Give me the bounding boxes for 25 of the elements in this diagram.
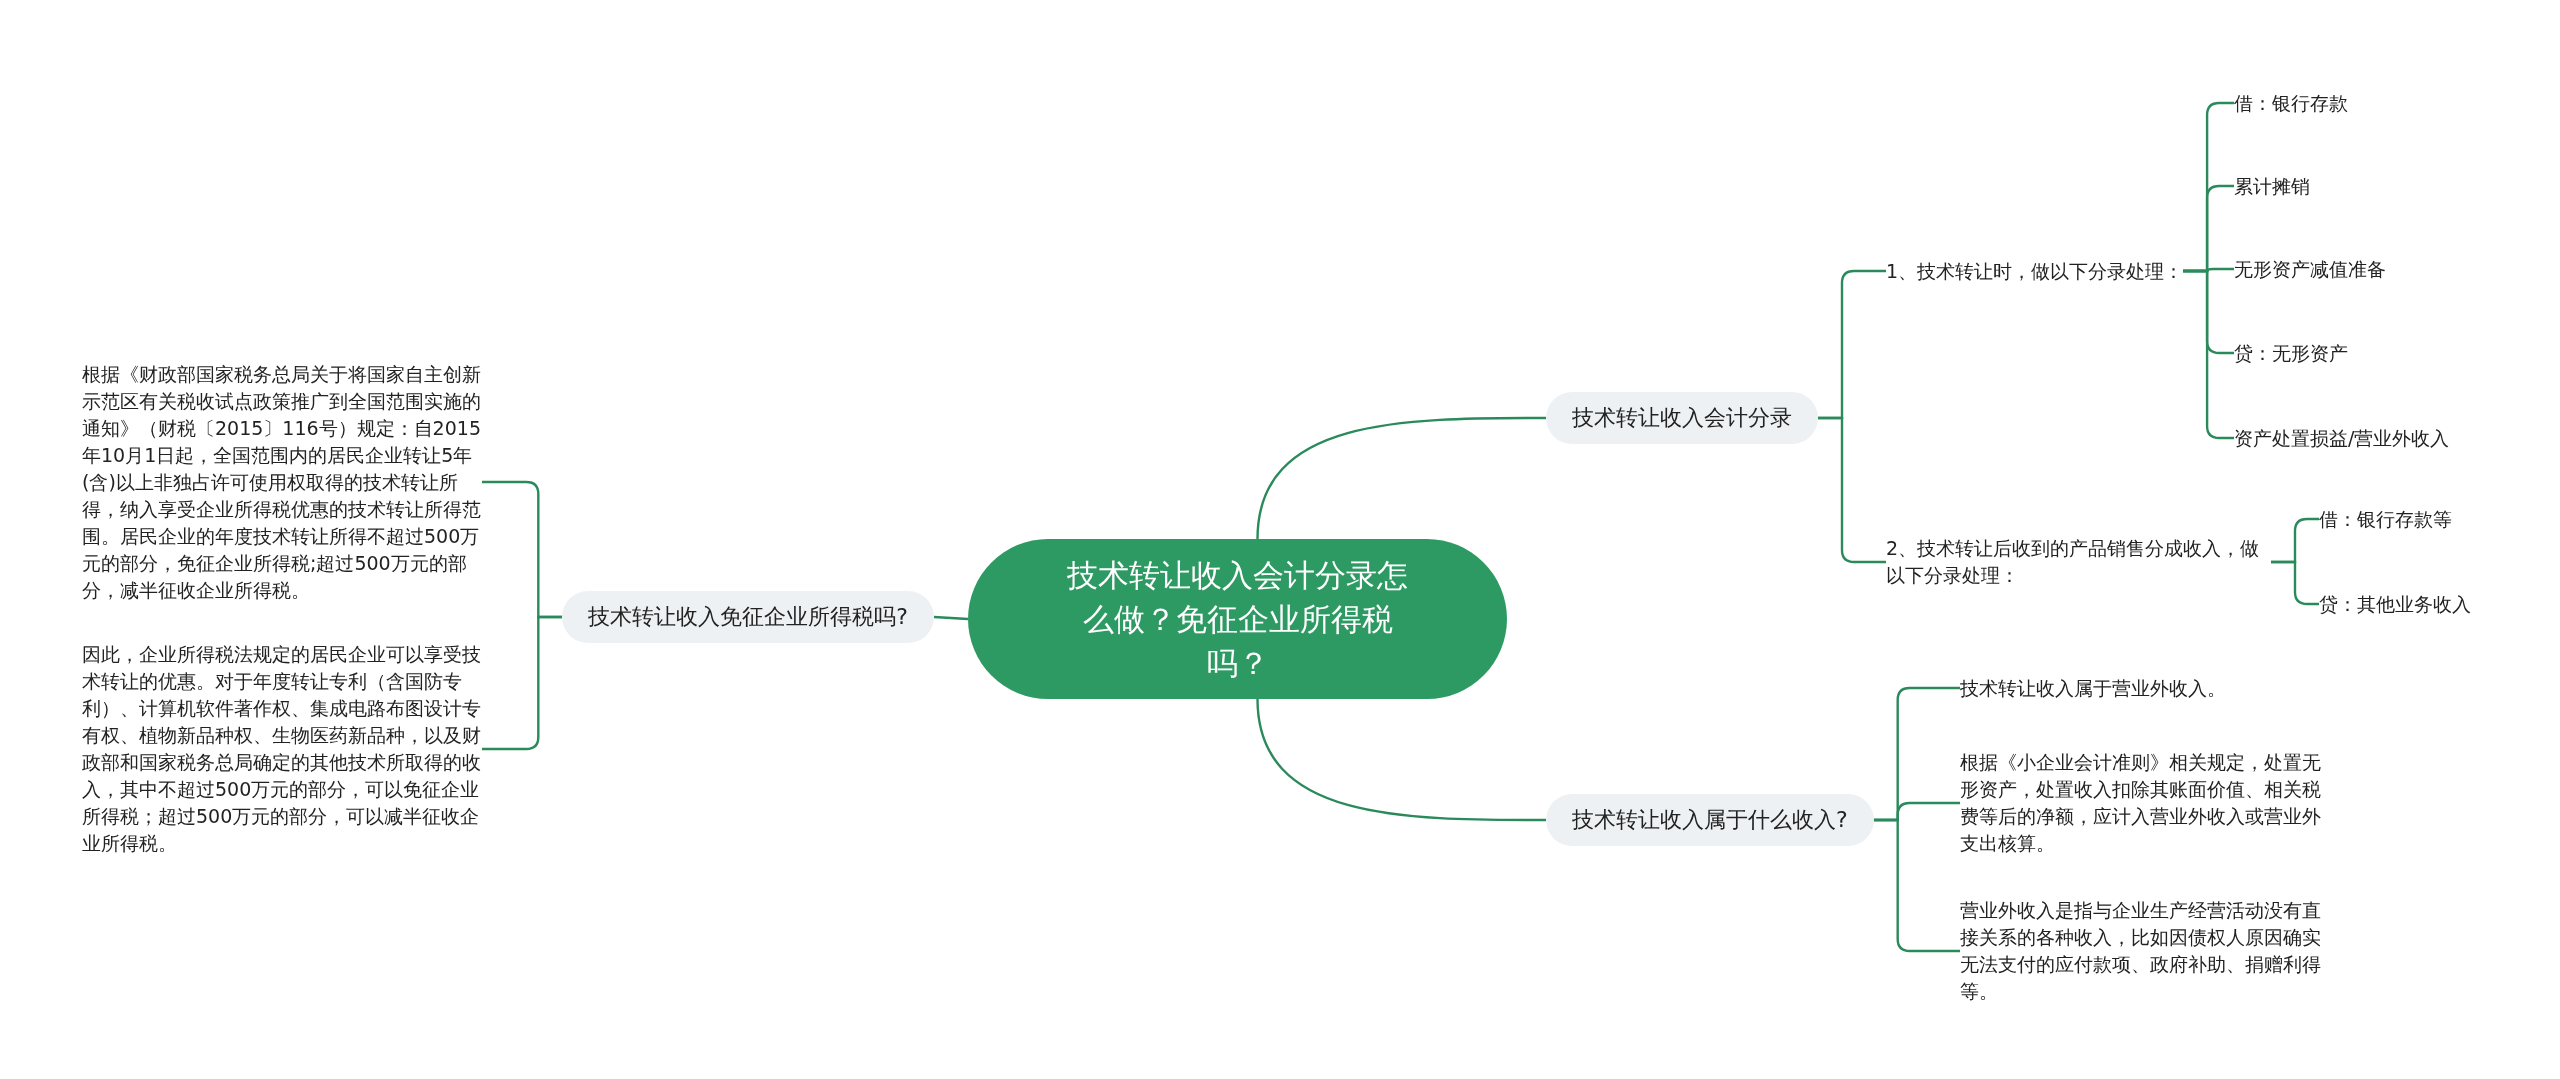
note-text: 因此，企业所得税法规定的居民企业可以享受技术转让的优惠。对于年度转让专利（含国防专利）、计算机软件著作权、集成电路布图设计专有权、植物新品种权、生物医药新品种，以及财政部和国家税务总局确定的其他技术所取得的收入，其中不超过500万元的部分，可以免征企业所得税；超过500万元的部分，可以减半征收企业所得税。 xyxy=(82,641,482,857)
note-text: 技术转让收入属于营业外收入。 xyxy=(1960,674,2322,702)
central-topic: 技术转让收入会计分录怎么做？免征企业所得税吗？ xyxy=(968,539,1507,699)
branch-line xyxy=(2271,560,2319,606)
note-text: 根据《财政部国家税务总局关于将国家自主创新示范区有关税收试点政策推广到全国范围实施的通知》（财税〔2015〕116号）规定：自2015年10月1日起，全国范围内的居民企业转让5年(含)以上非独占许可使用权取得的技术转让所得，纳入享受企业所得税优惠的技术转让所得范围。居民企业的年度技术转让所得不超过500万元的部分，免征企业所得税;超过500万元的部分，减半征收企业所得税。 xyxy=(82,360,482,604)
note-text: 累计摊销 xyxy=(2234,172,2310,200)
branch-line xyxy=(933,615,969,621)
note-text: 营业外收入是指与企业生产经营活动没有直接关系的各种收入，比如因债权人原因确实无法支付的应付款项、政府补助、捐赠利得等。 xyxy=(1960,897,2322,1005)
note-text: 贷：其他业务收入 xyxy=(2319,590,2471,618)
branch-line xyxy=(1256,416,1546,540)
subtopic-text: 2、技术转让后收到的产品销售分成收入，做以下分录处理： xyxy=(1886,535,2271,589)
note-text: 借：银行存款等 xyxy=(2319,505,2452,533)
note-text: 根据《小企业会计准则》相关规定，处置无形资产，处置收入扣除其账面价值、相关税费等后的净额，应计入营业外收入或营业外支出核算。 xyxy=(1960,749,2322,857)
note-text: 资产处置损益/营业外收入 xyxy=(2234,424,2450,452)
topic-pill: 技术转让收入免征企业所得税吗? xyxy=(562,591,934,643)
branch-line xyxy=(1818,416,1886,564)
branch-line xyxy=(482,615,563,751)
branch-line xyxy=(1256,698,1546,822)
note-text: 无形资产减值准备 xyxy=(2234,255,2386,283)
note-text: 贷：无形资产 xyxy=(2234,339,2348,367)
branch-line xyxy=(1873,818,1960,953)
topic-pill: 技术转让收入属于什么收入? xyxy=(1546,794,1874,846)
subtopic-text: 1、技术转让时，做以下分录处理： xyxy=(1886,257,2184,285)
topic-pill: 技术转让收入会计分录 xyxy=(1546,392,1818,444)
note-text: 借：银行存款 xyxy=(2234,89,2348,117)
